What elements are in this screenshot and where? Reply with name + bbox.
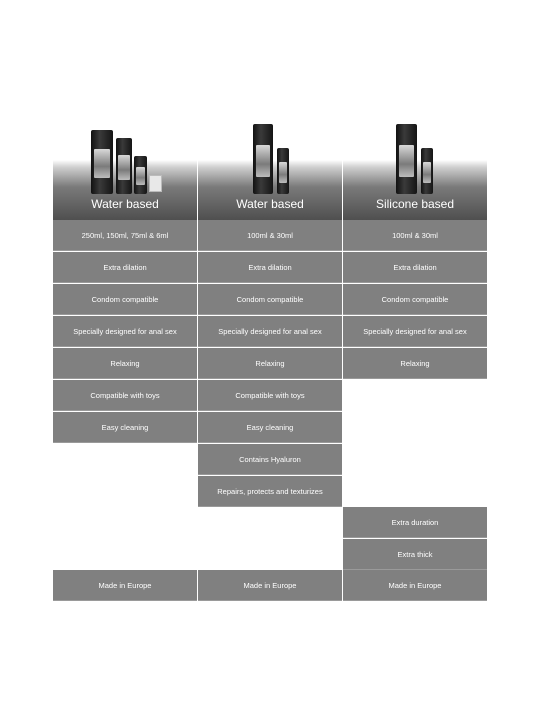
feature-cell: 250ml, 150ml, 75ml & 6ml: [53, 220, 197, 251]
comparison-table: Water based Water based Silicone based 2…: [53, 110, 487, 612]
feature-cell: Contains Hyaluron: [198, 444, 342, 475]
feature-cell: Relaxing: [53, 348, 197, 379]
column-title: Water based: [236, 197, 304, 211]
column-header-3: Silicone based: [343, 110, 487, 220]
column-header-2: Water based: [198, 110, 342, 220]
footer-cell: Made in Europe: [343, 570, 487, 601]
feature-cell: Easy cleaning: [53, 412, 197, 443]
header-row: Water based Water based Silicone based: [53, 110, 487, 220]
footer-cell: Made in Europe: [198, 570, 342, 601]
footer-cell: Made in Europe: [53, 570, 197, 601]
feature-cell: Extra dilation: [343, 252, 487, 283]
feature-cell: Specially designed for anal sex: [343, 316, 487, 347]
feature-cell: Relaxing: [198, 348, 342, 379]
feature-cell: 100ml & 30ml: [343, 220, 487, 251]
feature-cell: Extra dilation: [53, 252, 197, 283]
feature-cell: Condom compatible: [53, 284, 197, 315]
feature-cell: Extra thick: [343, 539, 487, 570]
feature-cell: Specially designed for anal sex: [198, 316, 342, 347]
column-title: Water based: [91, 197, 159, 211]
feature-cell: Compatible with toys: [198, 380, 342, 411]
feature-grid: 250ml, 150ml, 75ml & 6ml Extra dilation …: [53, 220, 487, 612]
column-title: Silicone based: [375, 197, 455, 211]
product-bottles-two-sizes-icon: [343, 118, 487, 194]
feature-cell: Condom compatible: [198, 284, 342, 315]
feature-cell: Compatible with toys: [53, 380, 197, 411]
feature-cell: Relaxing: [343, 348, 487, 379]
feature-cell: Specially designed for anal sex: [53, 316, 197, 347]
feature-cell: Easy cleaning: [198, 412, 342, 443]
product-bottles-four-sizes-icon: [53, 118, 197, 194]
column-header-1: Water based: [53, 110, 197, 220]
feature-cell: Extra dilation: [198, 252, 342, 283]
feature-cell: Condom compatible: [343, 284, 487, 315]
feature-cell: Repairs, protects and texturizes: [198, 476, 342, 507]
feature-cell: Extra duration: [343, 507, 487, 538]
product-bottles-two-sizes-icon: [198, 118, 342, 194]
feature-cell: 100ml & 30ml: [198, 220, 342, 251]
